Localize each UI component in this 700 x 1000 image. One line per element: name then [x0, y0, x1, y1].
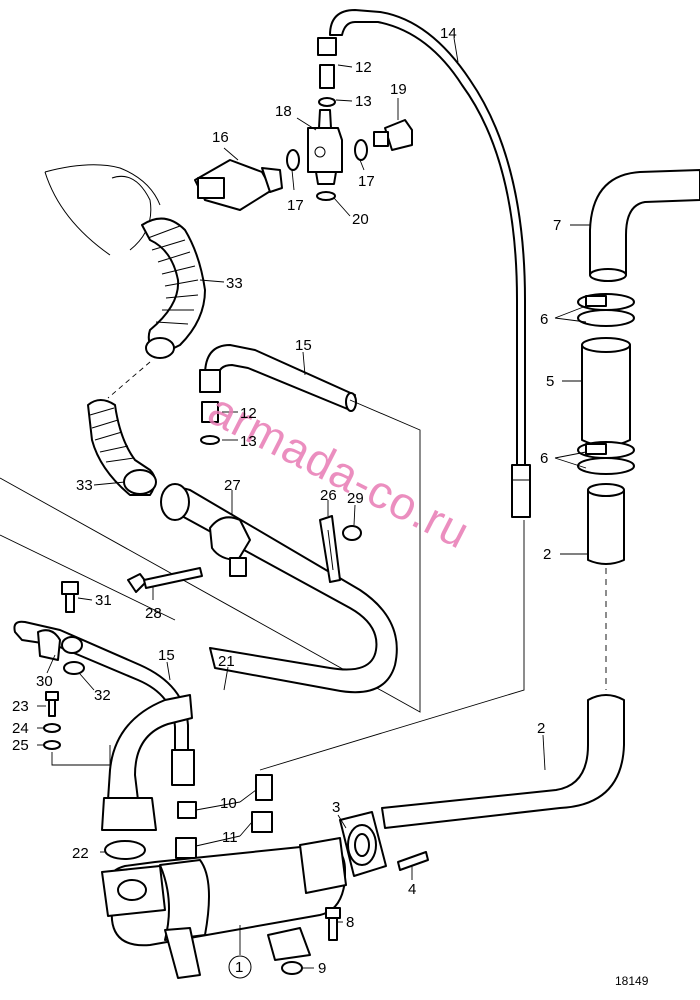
hose-15-upper — [199, 344, 357, 412]
nipple-10-left — [177, 801, 197, 819]
callout-21: 21 — [218, 653, 235, 670]
callout-3: 3 — [332, 799, 340, 816]
figure-number: 18149 — [615, 974, 649, 988]
callout-4: 4 — [408, 881, 416, 898]
callout-22: 22 — [72, 845, 89, 862]
callout-13-mid: 13 — [240, 433, 257, 450]
callout-17-right: 17 — [358, 173, 375, 190]
callout-14: 14 — [440, 25, 457, 42]
screw-23 — [45, 691, 59, 717]
leader-lines — [37, 37, 590, 969]
callout-5: 5 — [546, 373, 554, 390]
hose-14 — [329, 9, 531, 518]
callout-labels: 14 12 13 19 18 16 17 17 20 7 33 6 15 5 1… — [12, 25, 561, 979]
nipple-12-top — [317, 37, 337, 89]
nipple-12-mid — [201, 401, 219, 423]
washer-24 — [43, 723, 61, 733]
gasket-22 — [104, 840, 146, 860]
callout-26: 26 — [320, 487, 337, 504]
callout-2-upper: 2 — [543, 546, 551, 563]
callout-19: 19 — [390, 81, 407, 98]
callout-33-bottom: 33 — [76, 477, 93, 494]
plug-19 — [373, 119, 413, 151]
pipe-2-upper — [587, 483, 625, 690]
clamp-6-upper — [577, 293, 635, 327]
pipe-21 — [160, 483, 398, 694]
tee-fitting-18 — [307, 109, 343, 185]
callout-6-top: 6 — [540, 311, 548, 328]
bracket-26 — [319, 515, 341, 583]
clamp-30 — [37, 629, 83, 661]
callout-15-top: 15 — [295, 337, 312, 354]
temperature-sensor-16 — [194, 159, 283, 211]
callout-17-left: 17 — [287, 197, 304, 214]
callout-18: 18 — [275, 103, 292, 120]
callout-16: 16 — [212, 129, 229, 146]
pipe-7 — [589, 169, 700, 282]
washer-20 — [316, 191, 336, 201]
nut-32 — [63, 661, 85, 675]
callout-27: 27 — [224, 477, 241, 494]
bellows-hose-33-lower — [87, 399, 157, 496]
callout-31: 31 — [95, 592, 112, 609]
callout-2-lower: 2 — [537, 720, 545, 737]
oil-cooler-1 — [101, 837, 347, 979]
outline-frame — [0, 399, 421, 713]
callout-20: 20 — [352, 211, 369, 228]
callout-24: 24 — [12, 720, 29, 737]
hose-33-link — [107, 361, 151, 399]
washer-25 — [43, 740, 61, 750]
callout-7: 7 — [553, 217, 561, 234]
washer-17-left — [286, 149, 300, 171]
nipple-10-right — [255, 774, 273, 801]
callout-9: 9 — [318, 960, 326, 977]
callout-11: 11 — [222, 829, 238, 846]
washer-17-right — [354, 139, 368, 161]
callout-28: 28 — [145, 605, 162, 622]
washer-13-top — [318, 97, 336, 107]
callout-32: 32 — [94, 687, 111, 704]
screw-4 — [397, 851, 429, 871]
hose-14-route — [259, 520, 525, 771]
clamp-6-lower — [577, 441, 635, 475]
nut-9 — [281, 961, 303, 975]
nipple-11-left — [175, 837, 197, 859]
clamp-27 — [209, 516, 251, 577]
callout-8: 8 — [346, 914, 354, 931]
flange-3 — [339, 811, 387, 877]
callout-25: 25 — [12, 737, 29, 754]
washer-13-mid — [200, 435, 220, 445]
callout-12-mid: 12 — [240, 405, 257, 422]
callout-33-top: 33 — [226, 275, 243, 292]
callout-29: 29 — [347, 490, 364, 507]
callout-6-bottom: 6 — [540, 450, 548, 467]
hose-5 — [581, 337, 631, 447]
nipple-11-right — [251, 811, 273, 833]
washer-29 — [342, 525, 362, 541]
bellows-hose-33-upper — [141, 217, 206, 359]
callout-1: 1 — [235, 959, 243, 976]
screw-8 — [325, 907, 341, 941]
callout-13-top: 13 — [355, 93, 372, 110]
callout-10: 10 — [220, 795, 237, 812]
callout-23: 23 — [12, 698, 29, 715]
callout-30: 30 — [36, 673, 53, 690]
screw-31 — [61, 581, 79, 613]
callout-15-bottom: 15 — [158, 647, 175, 664]
callout-1-circle — [228, 955, 252, 979]
pipe-2-lower — [381, 694, 625, 829]
callout-12-top: 12 — [355, 59, 372, 76]
exhaust-pipe-fragment — [44, 164, 161, 256]
screw-28 — [127, 567, 203, 593]
elbow-pipe — [101, 694, 193, 831]
